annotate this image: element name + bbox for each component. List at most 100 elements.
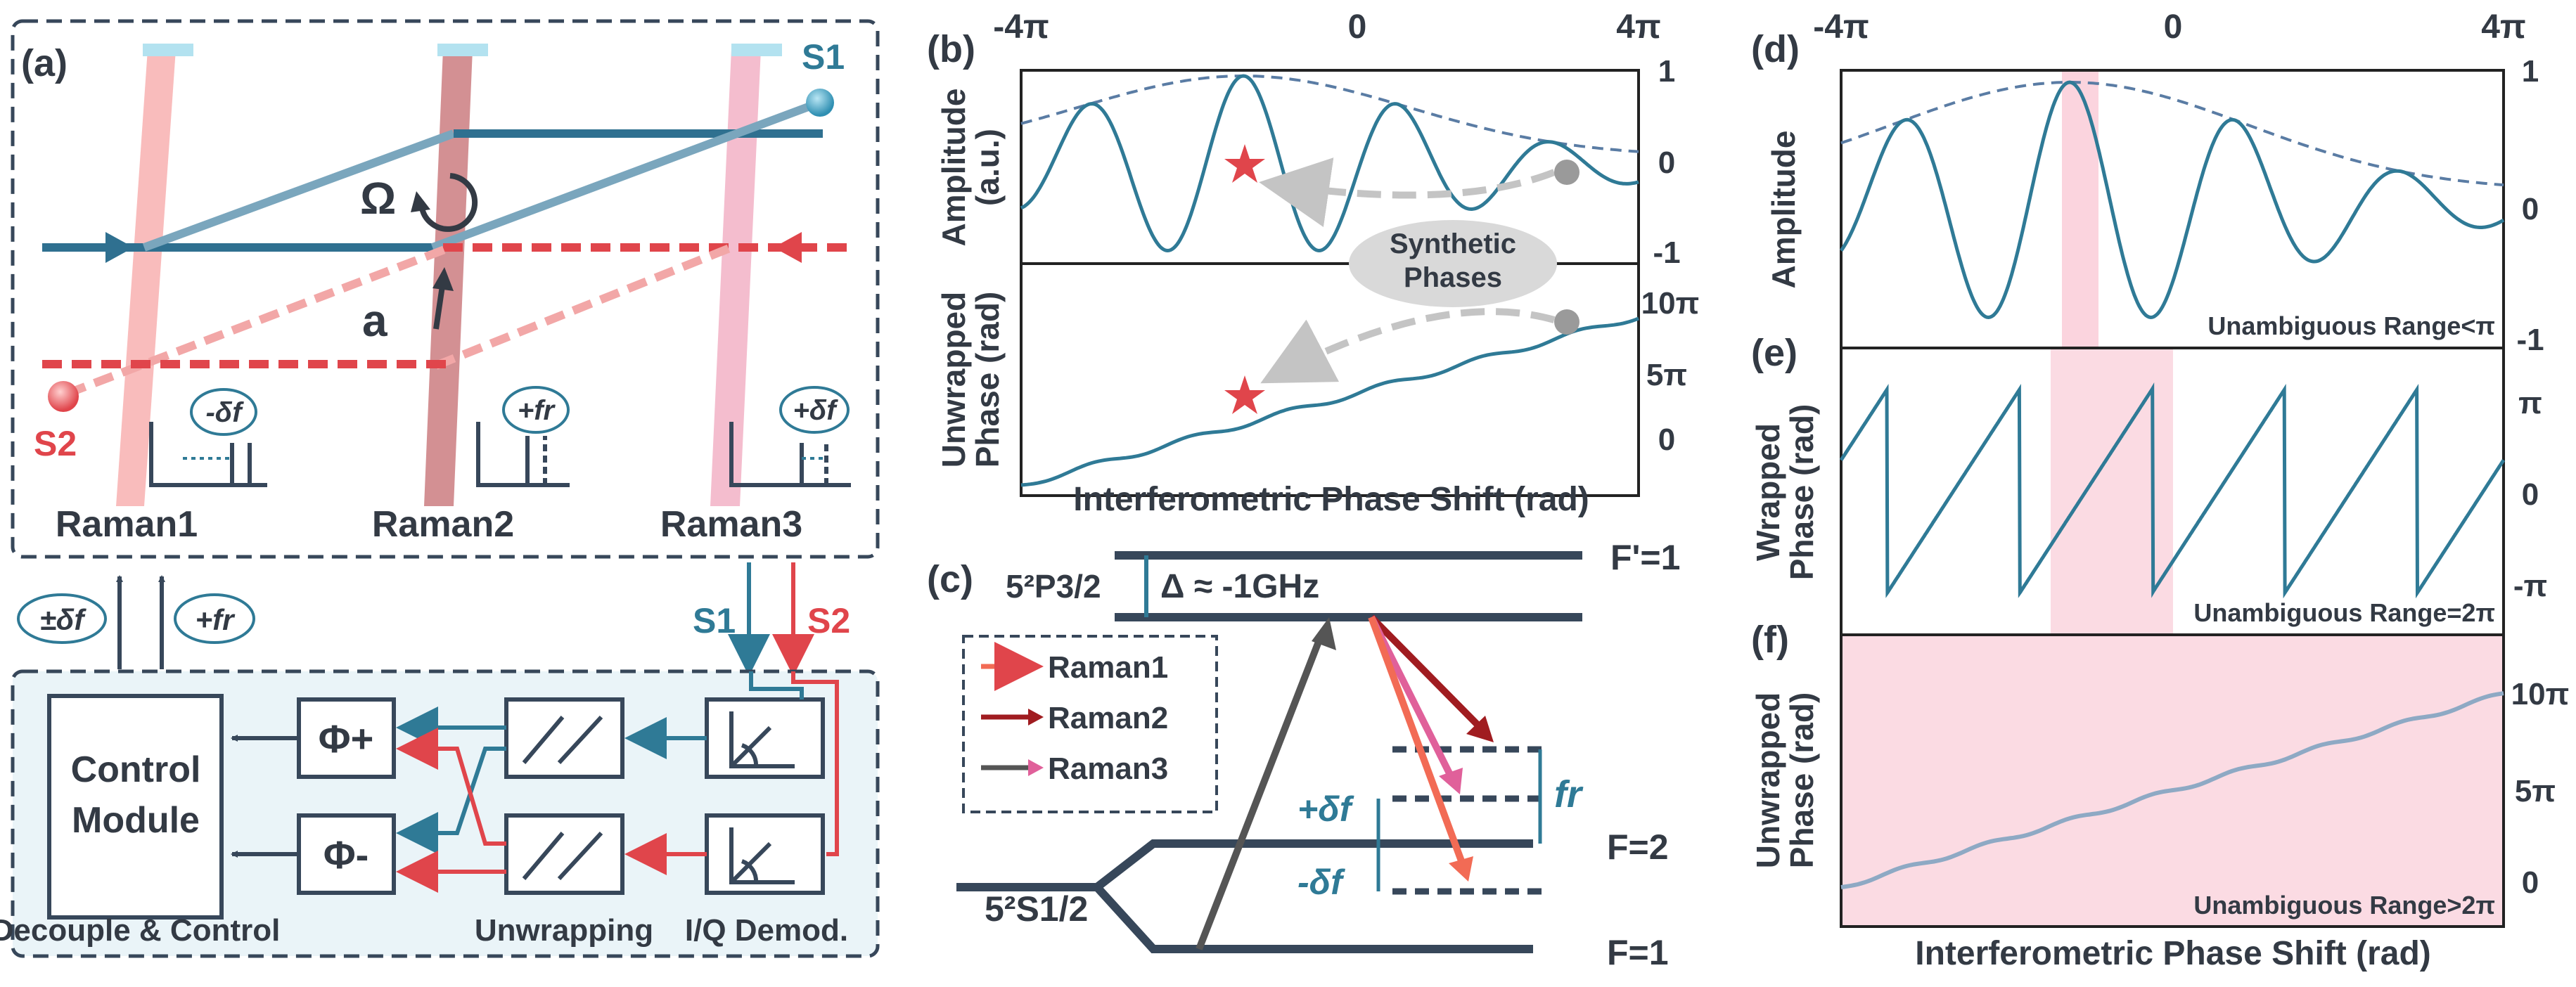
panel-c-label: (c) bbox=[927, 558, 973, 600]
b-bubble-line2: Phases bbox=[1404, 262, 1502, 293]
phi-plus-box bbox=[297, 697, 396, 779]
e-wrapped-phase-curve bbox=[1839, 382, 2506, 599]
spectrum-icon-raman3 bbox=[729, 386, 851, 487]
iq-icon-top bbox=[729, 711, 795, 768]
e-ytick-negpi: -π bbox=[2513, 569, 2547, 603]
f-pink-background bbox=[1841, 635, 2504, 927]
freq-mark-raman3: +δf bbox=[793, 395, 838, 426]
c-raman2-arrowhead-icon bbox=[1466, 716, 1494, 742]
input-bubble-fr bbox=[174, 593, 255, 644]
unwrap-icon-bottom bbox=[522, 831, 603, 881]
f-axes bbox=[1840, 633, 2505, 928]
c-raman2-arrow bbox=[1369, 614, 1487, 734]
iq-box-bottom bbox=[705, 813, 825, 895]
c-level-fprime1: F'=1 bbox=[1610, 538, 1680, 577]
iq-demod-label: I/Q Demod. bbox=[685, 913, 848, 948]
s2-path-diag-2 bbox=[434, 243, 733, 370]
d-ytick-0: 0 bbox=[2522, 192, 2539, 226]
mirror-3 bbox=[731, 44, 782, 56]
f-ylabel-1: Unwrapped bbox=[1750, 692, 1786, 868]
raman3-beam bbox=[710, 49, 761, 506]
phi-plus-label: Φ+ bbox=[319, 716, 374, 761]
panel-f-label: (f) bbox=[1751, 619, 1789, 661]
raman2-label: Raman2 bbox=[372, 504, 514, 545]
b-xtick-left: -4π bbox=[993, 8, 1049, 46]
b-xtick-right: 4π bbox=[1616, 8, 1660, 46]
b-bottom-synthetic-arrow bbox=[1260, 308, 1556, 384]
c-ground-label: 5²S1/2 bbox=[985, 889, 1088, 929]
panel-e-label: (e) bbox=[1751, 332, 1798, 374]
e-ytick-pi: π bbox=[2518, 386, 2542, 420]
b-bottom-ytick-10pi: 10π bbox=[1641, 286, 1700, 321]
phi-minus-label: Φ- bbox=[323, 832, 369, 877]
b-top-ytick-0: 0 bbox=[1658, 146, 1675, 180]
c-detuning-label: Δ ≈ -1GHz bbox=[1160, 568, 1319, 605]
unwrap-bottom-to-phi-plus bbox=[396, 728, 506, 846]
c-fr-label: fr bbox=[1554, 773, 1584, 815]
f-xlabel: Interferometric Phase Shift (rad) bbox=[1915, 935, 2431, 972]
iq-icon-bottom bbox=[729, 827, 795, 884]
e-ylabel-1: Wrapped bbox=[1750, 423, 1786, 561]
panel-d-label: (d) bbox=[1751, 28, 1800, 70]
phi-minus-box bbox=[297, 813, 396, 895]
c-legend-raman2-arrowhead-icon bbox=[1028, 709, 1044, 725]
omega-label: Ω bbox=[360, 173, 396, 224]
s1-path-up-2 bbox=[430, 100, 818, 252]
c-raman1-arrowhead-icon bbox=[1449, 856, 1473, 882]
c-legend-raman2: Raman2 bbox=[1048, 701, 1168, 735]
c-raman3-arrowhead-icon bbox=[1439, 768, 1463, 794]
b-top-ylabel-1: Amplitude bbox=[935, 89, 972, 247]
c-legend-raman1: Raman1 bbox=[1048, 650, 1168, 685]
b-top-ylabel-2: (a.u.) bbox=[969, 129, 1006, 206]
d-pink-band bbox=[2062, 70, 2098, 348]
d-xtick-right: 4π bbox=[2481, 8, 2525, 46]
c-legend-raman3-arrowhead-icon bbox=[1028, 759, 1044, 776]
b-bottom-ytick-0: 0 bbox=[1658, 422, 1675, 457]
b-top-synthetic-arrow bbox=[1259, 157, 1556, 228]
b-amplitude-envelope bbox=[1020, 75, 1639, 153]
c-level-f2-label: F=2 bbox=[1607, 827, 1669, 867]
e-range-note: Unambiguous Range=2π bbox=[2193, 598, 2495, 627]
f-ytick-10pi: 10π bbox=[2511, 677, 2570, 711]
acceleration-label: a bbox=[362, 295, 387, 346]
decouple-label: Decouple & Control bbox=[0, 913, 280, 948]
b-bottom-ylabel-2: Phase (rad) bbox=[969, 292, 1006, 468]
panel-b: (b) -4π 0 4π Amplitude (a.u.) Unwrapped … bbox=[927, 8, 1699, 518]
s2-output-label: S2 bbox=[807, 601, 850, 640]
s2-direction-arrow bbox=[774, 232, 802, 263]
s2-path-diag-1 bbox=[65, 243, 452, 398]
s1-output-label: S1 bbox=[693, 601, 736, 640]
rotation-arrowhead-icon bbox=[411, 191, 430, 212]
b-top-ytick-neg1: -1 bbox=[1653, 236, 1680, 270]
s1-source-dot bbox=[806, 89, 834, 117]
panel-b-label: (b) bbox=[927, 28, 975, 70]
c-level-f1-label: F=1 bbox=[1607, 933, 1669, 972]
d-amplitude-envelope bbox=[1840, 81, 2504, 187]
panel-c: (c) 5²P3/2 Δ ≈ -1GHz F'=1 5²S1/2 F=2 F=1… bbox=[927, 538, 1680, 972]
b-bottom-axes bbox=[1020, 262, 1640, 497]
f-ytick-0: 0 bbox=[2522, 865, 2539, 900]
panel-f: (f) Unwrapped Phase (rad) 10π 5π 0 Unamb… bbox=[1750, 619, 2569, 972]
b-bottom-ylabel-1: Unwrapped bbox=[935, 292, 972, 467]
raman1-beam bbox=[116, 49, 176, 506]
d-ytick-neg1: -1 bbox=[2516, 323, 2544, 357]
f-range-note: Unambiguous Range>2π bbox=[2193, 891, 2495, 920]
b-bottom-star-icon bbox=[1224, 375, 1265, 414]
b-xtick-mid: 0 bbox=[1348, 8, 1367, 46]
iq-box-top bbox=[705, 697, 825, 779]
freq-mark-raman1: -δf bbox=[205, 397, 244, 428]
b-bottom-ytick-5pi: 5π bbox=[1646, 358, 1687, 392]
c-legend-raman3: Raman3 bbox=[1048, 751, 1168, 786]
c-pump-arrow bbox=[1196, 631, 1326, 950]
s1-label: S1 bbox=[802, 37, 845, 77]
s1-direction-arrow bbox=[105, 232, 134, 263]
spectrum-icon-raman1 bbox=[149, 388, 267, 487]
mirror-1 bbox=[143, 44, 193, 56]
control-module-line1: Control bbox=[71, 749, 201, 790]
panel-a-label: (a) bbox=[21, 42, 68, 84]
control-module-line2: Module bbox=[72, 800, 200, 841]
d-ytick-1: 1 bbox=[2522, 54, 2539, 89]
mirror-2 bbox=[437, 44, 488, 56]
c-level-f2 bbox=[956, 839, 1533, 891]
